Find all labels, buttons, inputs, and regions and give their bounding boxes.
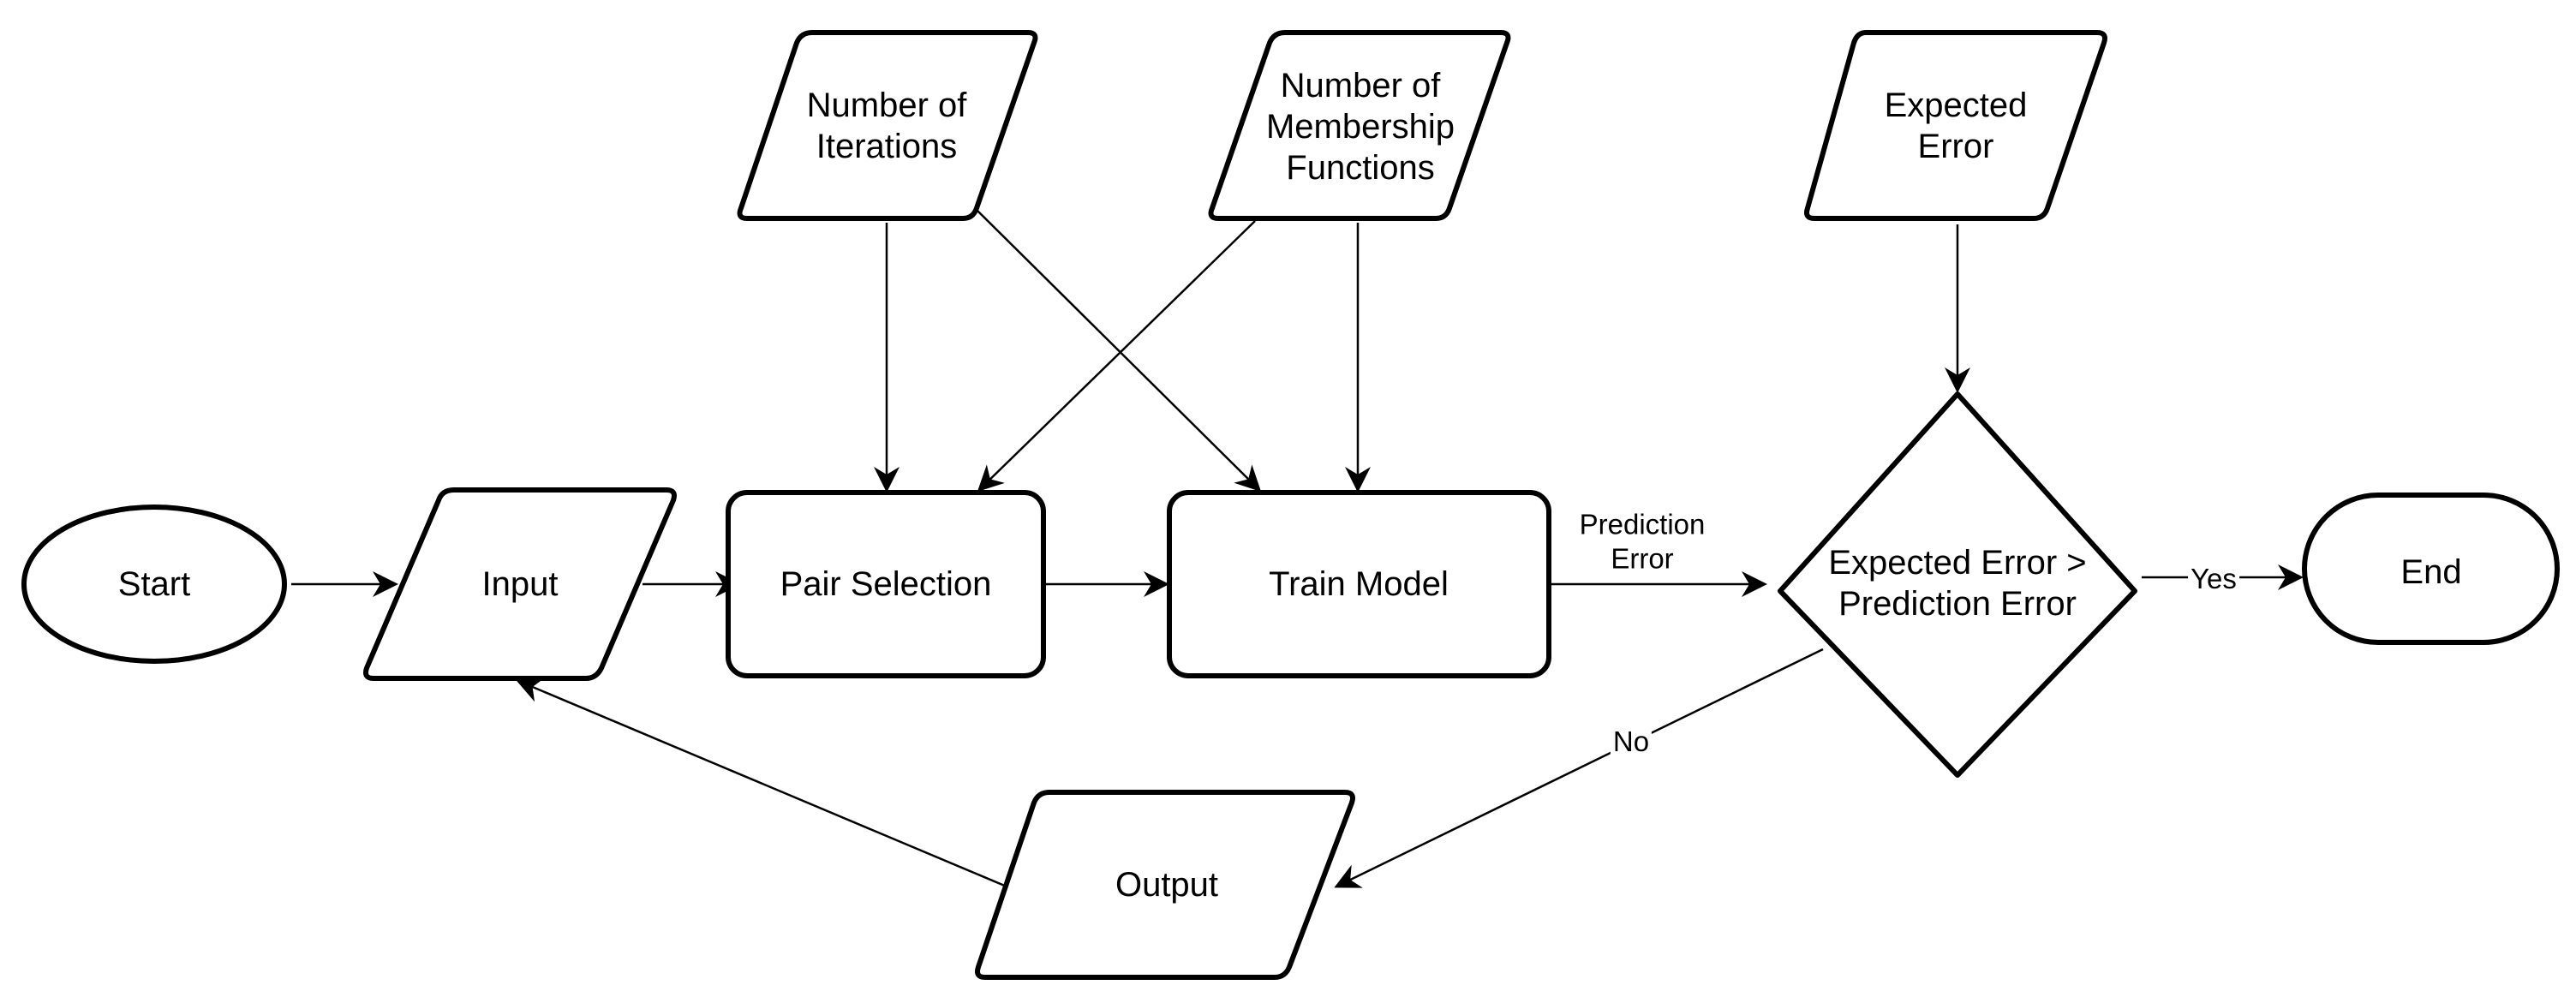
edge-decision-output: [1334, 648, 1824, 888]
train-model-node: [1167, 490, 1551, 678]
train-model-label: Train Model: [1269, 565, 1449, 603]
expected-error-line2: Error: [1917, 128, 1994, 165]
no-edge-label: No: [1610, 725, 1653, 759]
end-label: End: [2400, 553, 2462, 591]
decision-label-line2: Prediction Error: [1838, 585, 2077, 623]
expected-error-node: [1804, 30, 2107, 221]
num-membership-line3: Functions: [1286, 149, 1435, 187]
num-membership-node: [1208, 30, 1511, 221]
num-iterations-label: Number of Iterations: [807, 85, 967, 167]
pair-selection-node: [726, 490, 1046, 678]
output-label: Output: [1115, 866, 1219, 904]
edge-membership-pair: [977, 220, 1256, 493]
end-node: [2302, 493, 2560, 645]
num-membership-label: Number of Membership Functions: [1266, 65, 1455, 188]
output-node: [975, 790, 1355, 980]
num-membership-line2: Membership: [1265, 108, 1455, 146]
start-label: Start: [117, 565, 191, 603]
decision-label: Expected Error > Prediction Error: [1828, 542, 2086, 624]
prediction-error-line2: Error: [1611, 542, 1674, 574]
prediction-error-line1: Prediction: [1579, 508, 1706, 540]
input-label: Input: [481, 565, 559, 603]
num-membership-line1: Number of: [1280, 67, 1441, 104]
expected-error-line1: Expected: [1884, 87, 2028, 124]
pair-selection-label: Pair Selection: [780, 565, 992, 603]
input-node: [363, 487, 677, 681]
yes-edge-label: Yes: [2188, 562, 2239, 596]
num-iterations-node: [737, 30, 1038, 221]
edge-iterations-train: [976, 209, 1262, 493]
num-iterations-line2: Iterations: [816, 128, 958, 165]
decision-label-line1: Expected Error >: [1828, 544, 2087, 582]
expected-error-label: Expected Error: [1885, 85, 2028, 167]
decision-node: [1778, 391, 2137, 778]
prediction-error-edge-label: Prediction Error: [1576, 507, 1708, 576]
num-iterations-line1: Number of: [806, 87, 967, 124]
edge-output-input: [516, 678, 1007, 888]
start-node: [21, 504, 287, 664]
